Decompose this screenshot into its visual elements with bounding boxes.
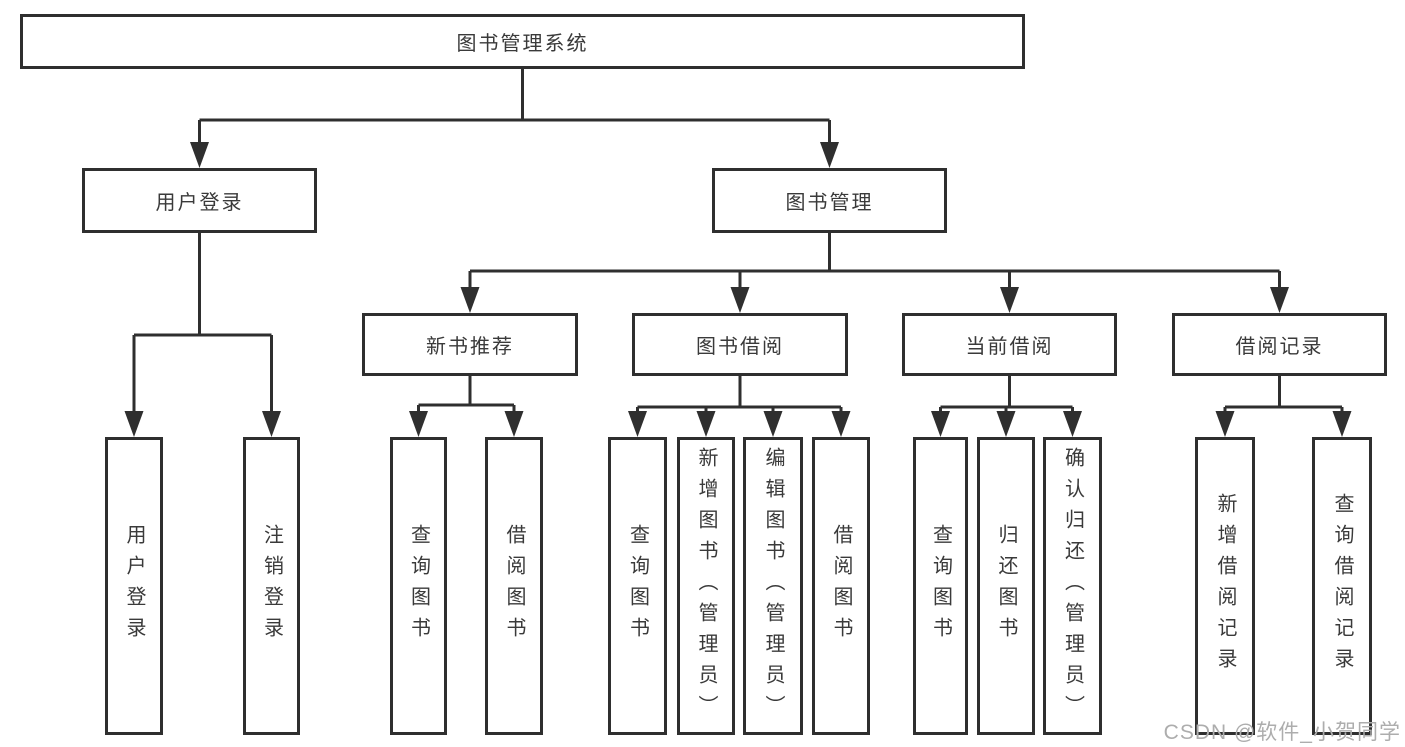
- leaf-borrow-books-borrowing: 借阅图书: [812, 437, 870, 735]
- leaf-query-books-borrowing: 查询图书: [608, 437, 667, 735]
- leaf-query-books-borrowing-label: 查询图书: [626, 524, 649, 648]
- leaf-query-books-current-label: 查询图书: [929, 524, 952, 648]
- leaf-query-books-recommend: 查询图书: [390, 437, 447, 735]
- leaf-edit-books-admin: 编辑图书（管理员）: [743, 437, 803, 735]
- node-book-borrowing: 图书借阅: [632, 313, 848, 376]
- node-current-borrowing: 当前借阅: [902, 313, 1117, 376]
- leaf-add-books-admin: 新增图书（管理员）: [677, 437, 735, 735]
- node-user-login: 用户登录: [82, 168, 317, 233]
- leaf-borrow-books-recommend: 借阅图书: [485, 437, 543, 735]
- node-current-borrowing-label: 当前借阅: [965, 336, 1054, 358]
- node-new-book-recommend-label: 新书推荐: [426, 336, 514, 358]
- node-user-login-label: 用户登录: [155, 192, 244, 214]
- leaf-add-books-admin-label: 新增图书（管理员）: [695, 446, 717, 726]
- node-borrowing-records-label: 借阅记录: [1235, 336, 1324, 358]
- node-book-management-label: 图书管理: [785, 192, 874, 214]
- leaf-return-books: 归还图书: [977, 437, 1035, 735]
- leaf-query-borrow-record: 查询借阅记录: [1312, 437, 1372, 735]
- node-book-management: 图书管理: [712, 168, 947, 233]
- leaf-logout: 注销登录: [243, 437, 300, 735]
- leaf-return-books-label: 归还图书: [995, 524, 1017, 648]
- leaf-user-login: 用户登录: [105, 437, 163, 735]
- leaf-query-books-current: 查询图书: [913, 437, 968, 735]
- node-root-label: 图书管理系统: [456, 33, 589, 55]
- leaf-logout-label: 注销登录: [260, 524, 283, 648]
- leaf-user-login-label: 用户登录: [123, 524, 145, 648]
- node-root: 图书管理系统: [20, 14, 1025, 69]
- node-new-book-recommend: 新书推荐: [362, 313, 578, 376]
- node-borrowing-records: 借阅记录: [1172, 313, 1387, 376]
- leaf-query-borrow-record-label: 查询借阅记录: [1331, 493, 1353, 679]
- leaf-confirm-return-admin: 确认归还（管理员）: [1043, 437, 1102, 735]
- node-book-borrowing-label: 图书借阅: [696, 336, 784, 358]
- leaf-edit-books-admin-label: 编辑图书（管理员）: [762, 446, 784, 726]
- leaf-add-borrow-record: 新增借阅记录: [1195, 437, 1255, 735]
- leaf-confirm-return-admin-label: 确认归还（管理员）: [1061, 446, 1084, 726]
- watermark: CSDN @软件_小贺同学: [1163, 721, 1401, 744]
- leaf-borrow-books-recommend-label: 借阅图书: [503, 524, 525, 648]
- leaf-borrow-books-borrowing-label: 借阅图书: [830, 524, 852, 648]
- leaf-add-borrow-record-label: 新增借阅记录: [1214, 493, 1236, 679]
- leaf-query-books-recommend-label: 查询图书: [407, 524, 430, 648]
